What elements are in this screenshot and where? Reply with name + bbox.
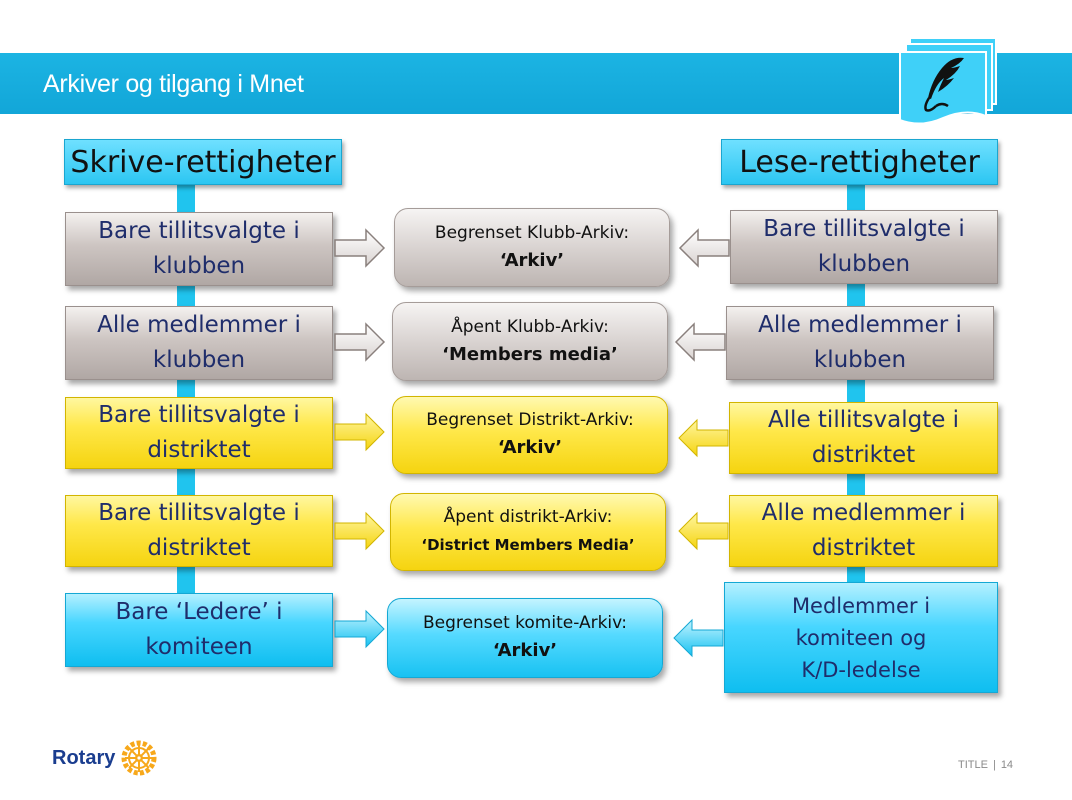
archive-open-club: Åpent Klubb-Arkiv:‘Members media’ [392, 302, 668, 381]
arrow-right-row2 [334, 322, 386, 362]
slide-footer: TITLE | 14 [958, 759, 1013, 771]
rotary-logo: Rotary [52, 738, 159, 778]
arrow-right-row1 [334, 228, 386, 268]
arrow-right-row5 [334, 609, 385, 649]
footer-label: TITLE [958, 759, 988, 771]
archive-restricted-club: Begrenset Klubb-Arkiv:‘Arkiv’ [394, 208, 670, 287]
arrow-right-row4 [334, 511, 385, 551]
slide-title: Arkiver og tilgang i Mnet [43, 70, 304, 98]
write-rights-header: Skrive-rettigheter [64, 139, 342, 185]
title-bar [0, 53, 1072, 114]
arrow-right-row3 [334, 412, 385, 452]
arrow-left-row2 [674, 322, 726, 362]
arrow-left-row5 [673, 618, 724, 658]
arrow-left-row4 [678, 511, 729, 551]
page-number: 14 [1000, 759, 1014, 771]
rotary-wheel-icon [121, 740, 157, 776]
arrow-left-row1 [678, 228, 730, 268]
arrow-left-row3 [678, 418, 729, 458]
footer-separator: | [992, 759, 996, 771]
rotary-logo-text: Rotary [52, 746, 116, 769]
archive-open-district: Åpent distrikt-Arkiv:‘District Members M… [390, 493, 666, 571]
quill-pen-documents-icon [899, 37, 997, 125]
archive-restricted-committee: Begrenset komite-Arkiv:‘Arkiv’ [387, 598, 663, 678]
archive-restricted-district: Begrenset Distrikt-Arkiv:‘Arkiv’ [392, 396, 668, 474]
read-rights-header: Lese-rettigheter [721, 139, 998, 185]
